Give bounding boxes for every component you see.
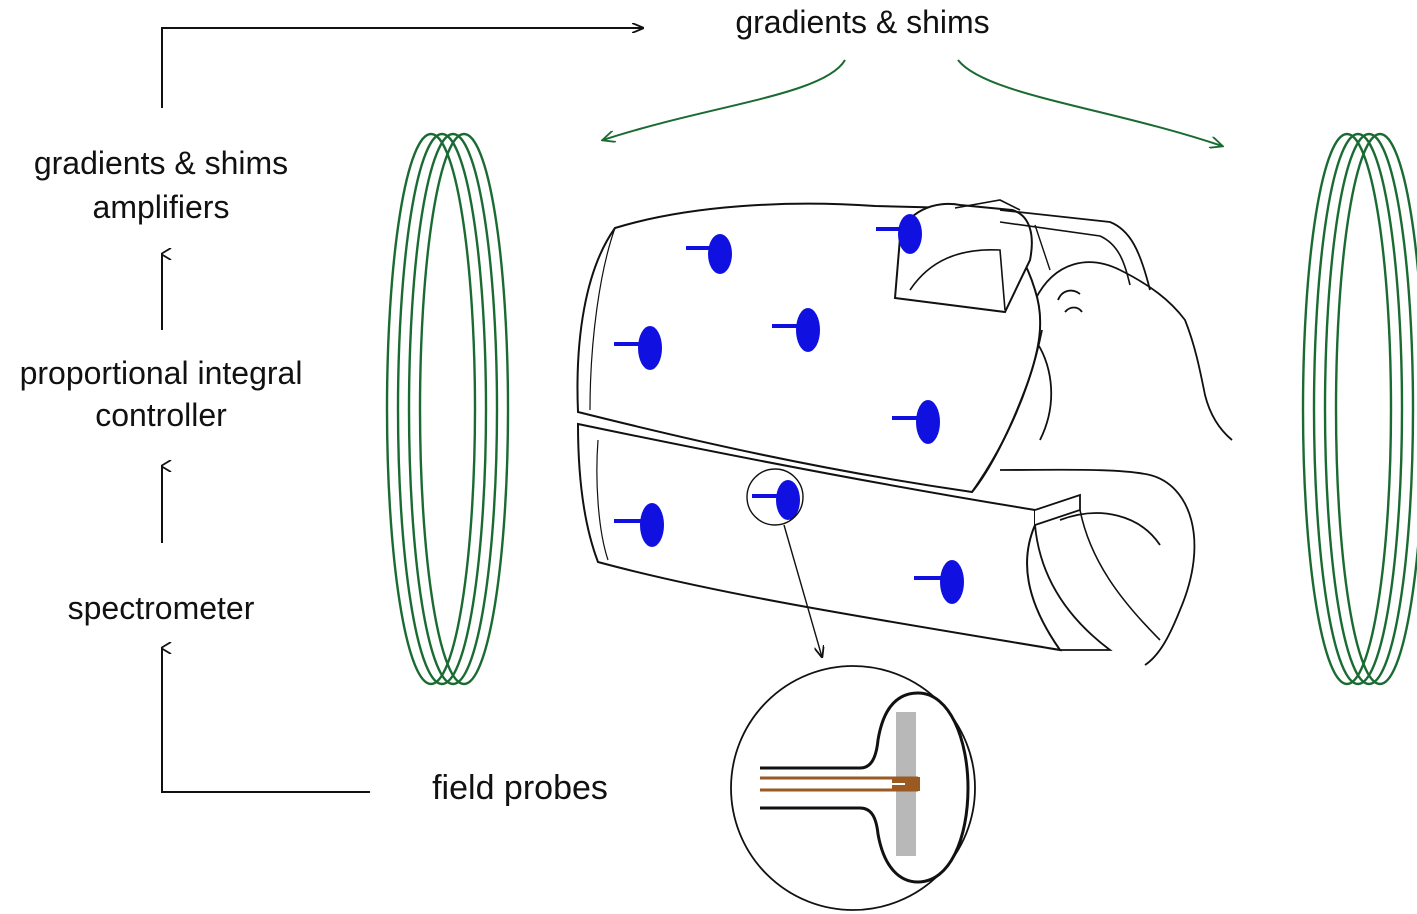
probe-highlight-circle <box>746 468 804 526</box>
feedback-arrow-to-gradients <box>161 28 643 108</box>
zoom-pointer-arrow <box>783 524 822 657</box>
probe-detail-zoom <box>730 665 976 911</box>
probe-3 <box>614 326 662 370</box>
probe-2 <box>876 214 922 254</box>
patient-head-icon <box>999 261 1233 666</box>
controller-label-line1: proportional integral <box>19 355 303 391</box>
spectrometer-label: spectrometer <box>67 590 255 626</box>
field-probes-group <box>614 214 964 604</box>
right-coil-icon <box>1301 132 1417 686</box>
arrow-probes-to-spectrometer <box>161 648 370 793</box>
green-arrow-right <box>957 59 1222 146</box>
gradients-shims-label: gradients & shims <box>735 4 990 40</box>
amplifiers-label-line1: gradients & shims <box>33 145 289 181</box>
field-probes-label: field probes <box>432 769 608 807</box>
probe-7 <box>752 480 800 520</box>
probe-4 <box>772 308 820 352</box>
probe-1 <box>686 234 732 274</box>
probe-6 <box>614 503 664 547</box>
amplifiers-label-line2: amplifiers <box>92 189 230 225</box>
controller-label-line2: controller <box>95 397 227 433</box>
helmet-lower <box>576 422 1161 652</box>
probe-8 <box>914 560 964 604</box>
green-arrow-left <box>603 59 846 140</box>
left-coil-icon <box>385 132 510 686</box>
probe-5 <box>892 400 940 444</box>
